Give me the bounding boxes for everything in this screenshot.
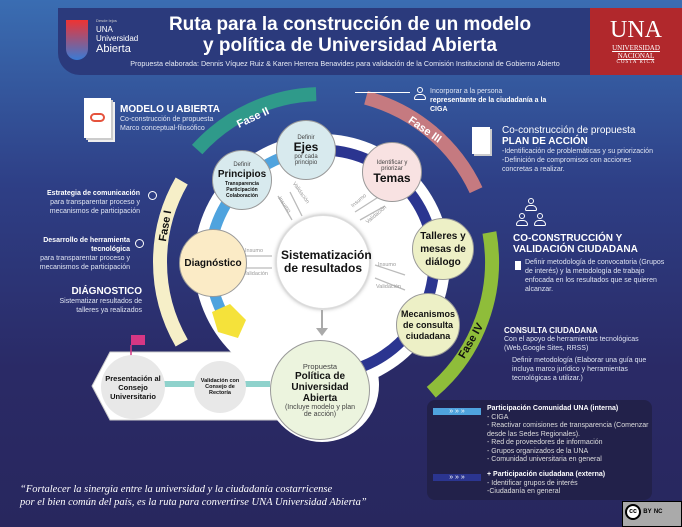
- document-icon: [472, 127, 490, 154]
- legend-external: + Participación ciudadana (externa)- Ide…: [487, 471, 649, 497]
- subtitle: Propuesta elaborada: Dennis Víquez Ruiz …: [130, 59, 560, 68]
- flow-arrows: [238, 191, 406, 291]
- internal-chevron-swatch: » » »: [433, 408, 481, 415]
- fase-3-arc: [364, 91, 483, 194]
- fase-2-arc: [191, 87, 317, 155]
- legend-item: - Reactivar comisiones de transparencia …: [487, 422, 649, 438]
- node-sistematizacion: Sistematización de resultados: [276, 215, 372, 309]
- legend-item: - Identificar grupos de interés: [487, 479, 578, 487]
- insumo-label: Insumo: [378, 262, 397, 268]
- validacion-label: Validación: [376, 284, 401, 290]
- group-icon: [514, 198, 548, 228]
- header-banner: [58, 8, 590, 75]
- node-mecanismos: Mecanismos de consulta ciudadana: [396, 293, 460, 357]
- node-talleres: Talleres y mesas de diálogo: [412, 218, 474, 280]
- down-arrow-head: [316, 328, 328, 336]
- document-icon: [515, 261, 521, 270]
- circle-bullet-icon: [148, 191, 157, 200]
- fase-4-arc: [426, 231, 499, 398]
- external-chevron-swatch: » » »: [433, 474, 481, 481]
- legend-item: - Grupos organizados de la UNA: [487, 447, 589, 455]
- logo-small-text: Desde lejos: [96, 18, 117, 23]
- cc-license-badge: cc BY NC: [622, 501, 682, 527]
- legend-item: - Comunidad universitaria en general: [487, 456, 602, 463]
- node-validacion-rectoria: Validación con Consejo de Rectoría: [194, 361, 246, 413]
- validacion-label: Validación: [243, 271, 268, 277]
- quote: “Fortalecer la sinergia entre la univers…: [20, 484, 367, 508]
- legend-item: - Red de proveedores de información: [487, 439, 603, 446]
- legend: » » » Participación Comunidad UNA (inter…: [427, 400, 652, 500]
- legend-internal: Participación Comunidad UNA (interna)- C…: [487, 405, 649, 463]
- circle-bullet-icon: [135, 239, 144, 248]
- una-logo: UNA UNIVERSIDAD NACIONAL COSTA RICA: [590, 8, 682, 75]
- flag-icon: [131, 335, 145, 345]
- person-icon: [414, 87, 426, 100]
- legend-item: - CIGA: [487, 413, 509, 421]
- divider-line: [355, 92, 410, 93]
- legend-item: -Ciudadanía en general: [487, 488, 561, 495]
- node-presentacion: Presentación al Consejo Universitario: [101, 355, 165, 419]
- insumo-label: Insumo: [245, 248, 264, 254]
- documents-cloud-icon: [84, 98, 111, 138]
- fase-1-arc: [153, 177, 188, 347]
- node-diagnostico: Diagnóstico: [179, 229, 247, 297]
- yellow-chevron-icon: [212, 304, 246, 338]
